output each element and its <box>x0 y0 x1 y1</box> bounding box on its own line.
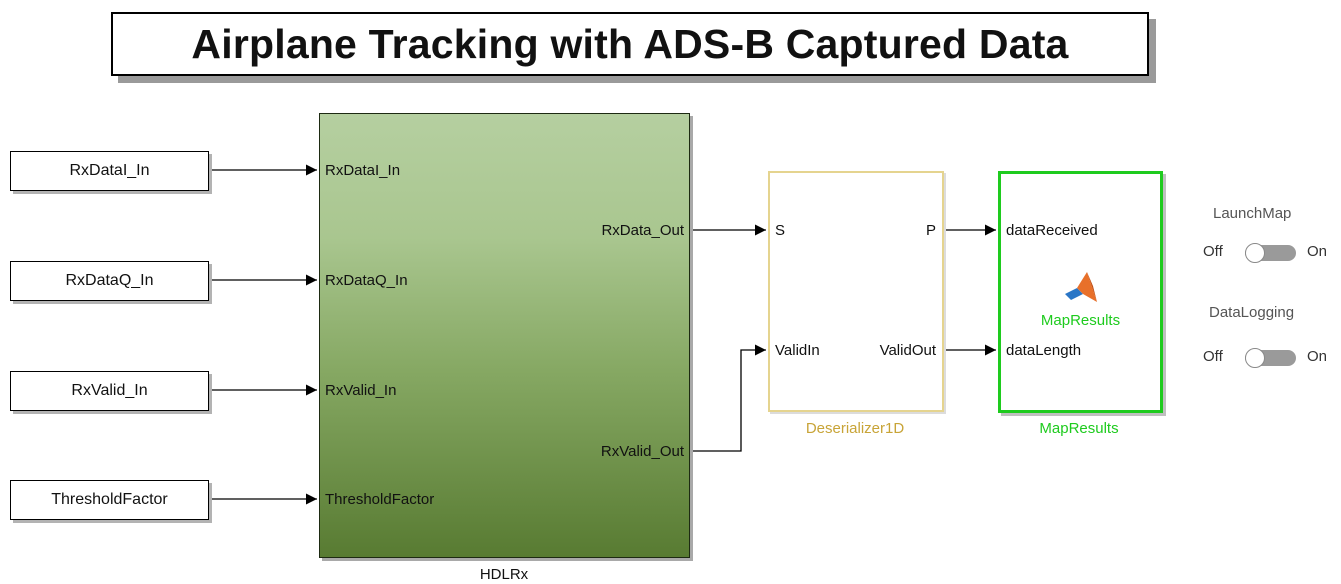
datalogging-label: DataLogging <box>1209 304 1295 321</box>
launchmap-toggle[interactable] <box>1245 243 1296 263</box>
inport-rxdatai[interactable]: RxDataI_In <box>10 151 209 191</box>
matlab-icon <box>1065 272 1097 302</box>
datalogging-off-label: Off <box>1203 348 1223 365</box>
inport-rxvalid[interactable]: RxValid_In <box>10 371 209 411</box>
deser-port-validin: ValidIn <box>775 342 820 359</box>
deserializer-name: Deserializer1D <box>805 420 905 437</box>
launchmap-label: LaunchMap <box>1213 205 1292 222</box>
hdlrx-port-rxvalid-out: RxValid_Out <box>600 443 684 460</box>
deser-port-s: S <box>775 222 786 239</box>
hdlrx-port-rxvalid: RxValid_In <box>325 382 397 399</box>
hdlrx-port-threshold: ThresholdFactor <box>325 491 435 508</box>
mapresults-block[interactable]: dataReceived dataLength MapResults <box>998 171 1163 413</box>
hdlrx-block[interactable]: RxDataI_In RxDataQ_In RxValid_In Thresho… <box>319 113 690 558</box>
datalogging-on-label: On <box>1307 348 1328 365</box>
model-title: Airplane Tracking with ADS-B Captured Da… <box>111 12 1149 76</box>
datalogging-toggle[interactable] <box>1245 348 1296 368</box>
launchmap-on-label: On <box>1307 243 1328 260</box>
mapresults-name: MapResults <box>1039 420 1119 437</box>
deser-port-validout: ValidOut <box>879 342 936 359</box>
hdlrx-port-rxdataq: RxDataQ_In <box>325 272 408 289</box>
mapres-port-datareceived: dataReceived <box>1006 222 1098 239</box>
toggle-knob <box>1245 243 1265 263</box>
toggle-knob <box>1245 348 1265 368</box>
mapres-port-datalength: dataLength <box>1006 342 1082 359</box>
hdlrx-port-rxdata-out: RxData_Out <box>601 222 684 239</box>
mapres-inner-label: MapResults <box>1040 312 1121 329</box>
deserializer-block[interactable]: S ValidIn P ValidOut <box>768 171 944 412</box>
launchmap-off-label: Off <box>1203 243 1223 260</box>
hdlrx-name: HDLRx <box>479 566 529 583</box>
wire-rxvalid-out <box>689 344 766 452</box>
hdlrx-port-rxdatai: RxDataI_In <box>325 162 401 179</box>
inport-rxdataq[interactable]: RxDataQ_In <box>10 261 209 301</box>
inport-thresholdfactor[interactable]: ThresholdFactor <box>10 480 209 520</box>
deser-port-p: P <box>925 222 936 239</box>
